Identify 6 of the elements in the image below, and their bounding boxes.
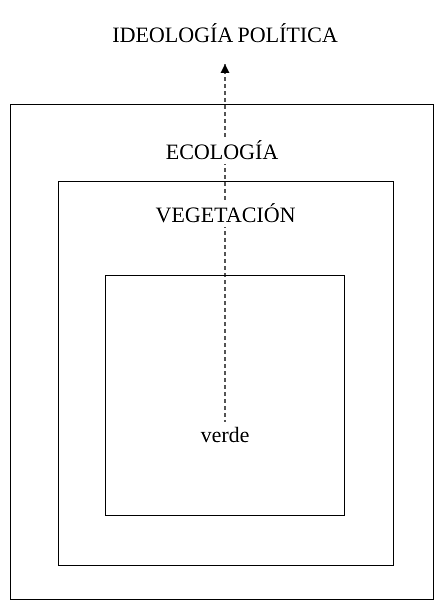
- nested-box: [58, 180, 394, 566]
- nested-box: [10, 104, 434, 600]
- box-heading: ECOLOGÍA: [164, 139, 280, 164]
- inner-box: [105, 275, 345, 516]
- dashed-arrow: [220, 64, 230, 424]
- box-heading: VEGETACIÓN: [154, 202, 296, 226]
